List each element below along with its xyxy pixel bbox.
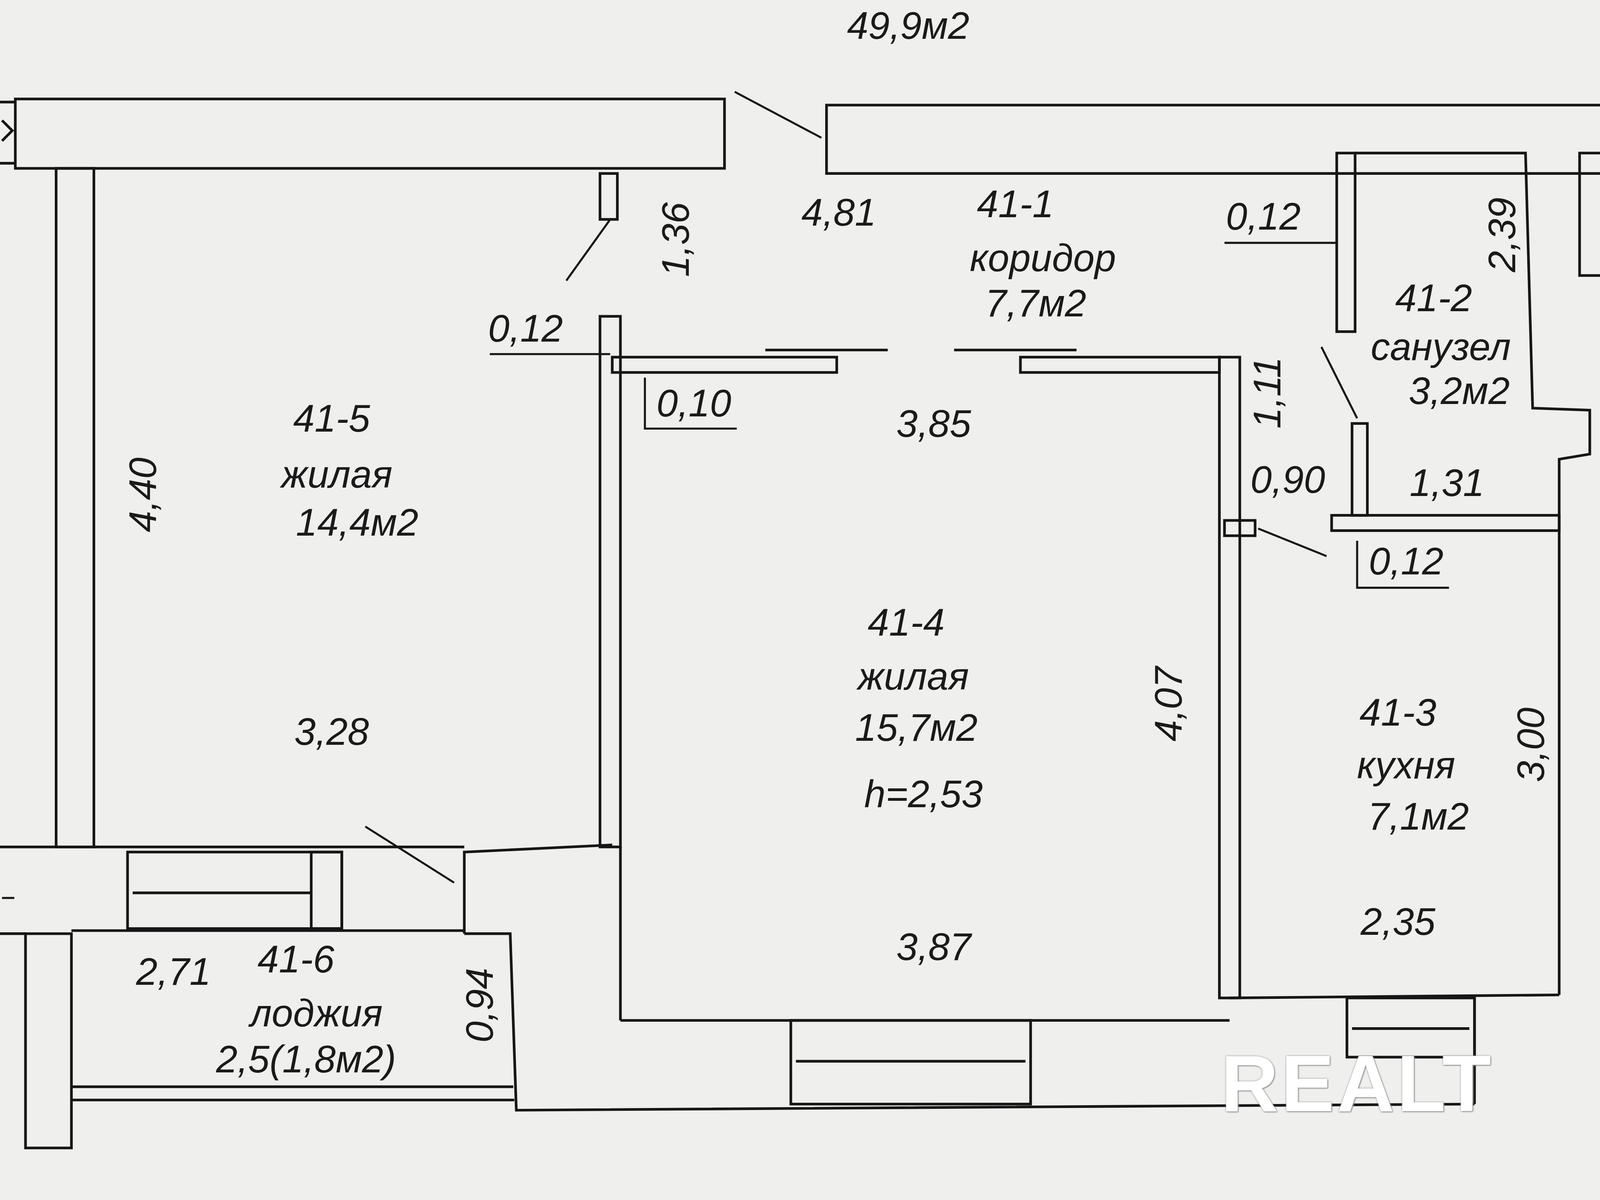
window: [311, 852, 342, 929]
dimension: 0,12: [1368, 542, 1444, 581]
dimension: 0,90: [1250, 460, 1326, 499]
dimension: 4,81: [801, 193, 877, 232]
wall: [71, 929, 465, 932]
dimension: 3,00: [1511, 707, 1550, 783]
partition: [612, 357, 837, 373]
dimension: 4,40: [123, 457, 162, 533]
room-label: жилая: [281, 455, 393, 494]
room-label: кухня: [1357, 746, 1456, 785]
room-label: 14,4м2: [296, 503, 419, 542]
wall: [0, 845, 56, 849]
dimension-mark: [489, 353, 610, 356]
partition: [1336, 153, 1356, 332]
dimension: 2,35: [1360, 902, 1436, 941]
room-number: 41-2: [1395, 278, 1472, 318]
room-label: h=2,53: [864, 774, 983, 814]
dimension: 2,71: [136, 952, 211, 991]
door-leader: [1258, 528, 1327, 556]
watermark: REALT: [1220, 1043, 1494, 1124]
wall: [1579, 153, 1600, 276]
door-leader: [734, 92, 822, 138]
wall: [464, 844, 613, 934]
room-label: жилая: [857, 657, 969, 696]
door-leader: [365, 826, 454, 883]
area-total: 49,9м2: [846, 6, 970, 45]
window: [790, 1020, 1031, 1104]
wall: [56, 845, 464, 849]
wall: [0, 932, 26, 936]
dimension-mark: [1357, 540, 1450, 588]
door-mark: [954, 348, 1077, 352]
window: [796, 1060, 1026, 1063]
room-number: 41-1: [976, 184, 1054, 224]
wall: [15, 98, 725, 168]
door-leader: [566, 219, 611, 281]
dimension: 1,31: [1409, 463, 1485, 502]
wall-break: [0, 102, 16, 164]
dimension: 0,94: [460, 967, 499, 1043]
room-number: 41-6: [257, 940, 335, 979]
wall: [619, 846, 622, 1021]
room-area: 41-4 жилая 15,7м2 h=2,53: [620, 372, 1220, 1021]
window: [1352, 1027, 1470, 1030]
room-label: 3,2м2: [1408, 371, 1510, 410]
dimension-mark: [1224, 242, 1337, 244]
room-label: санузел: [1370, 327, 1511, 366]
door-leader: [1321, 346, 1358, 419]
room-number: 41-4: [867, 603, 945, 642]
door-jamb: [1224, 520, 1256, 536]
wall: [56, 168, 94, 847]
window: [127, 852, 342, 929]
partition: [1331, 515, 1560, 531]
partition: [600, 316, 621, 848]
wall-break: [2, 896, 15, 899]
room-label: коридор: [969, 238, 1116, 278]
dimension: 0,10: [656, 384, 732, 423]
room-label: 2,5(1,8м2): [216, 1040, 396, 1079]
dimension: 0,12: [1226, 197, 1301, 236]
door-mark: [765, 348, 888, 352]
room-label: 7,7м2: [985, 284, 1087, 323]
room-label: лоджия: [250, 994, 383, 1033]
door-jamb: [600, 173, 618, 220]
wall: [25, 933, 72, 1148]
room-number: 41-3: [1359, 693, 1437, 732]
window: [132, 891, 312, 895]
door-jamb: [1352, 423, 1368, 516]
wall: [826, 105, 1600, 174]
room-number: 41-5: [293, 399, 370, 438]
dimension: 3,85: [896, 404, 972, 443]
dimension: 3,28: [294, 712, 370, 751]
room-label: 15,7м2: [855, 708, 978, 747]
partition: [1020, 357, 1220, 373]
dimension: 1,36: [656, 202, 695, 278]
dimension: 0,12: [488, 309, 563, 348]
dimension: 4,07: [1149, 666, 1188, 742]
partition: [1219, 357, 1240, 998]
railing: [71, 1085, 514, 1089]
wall: [1355, 153, 1590, 996]
railing: [71, 1098, 515, 1102]
dimension: 2,39: [1482, 197, 1522, 272]
dimension: 3,87: [896, 927, 972, 966]
room-label: 7,1м2: [1368, 797, 1470, 836]
dimension: 1,11: [1248, 356, 1287, 429]
dimension-mark: [644, 377, 737, 429]
